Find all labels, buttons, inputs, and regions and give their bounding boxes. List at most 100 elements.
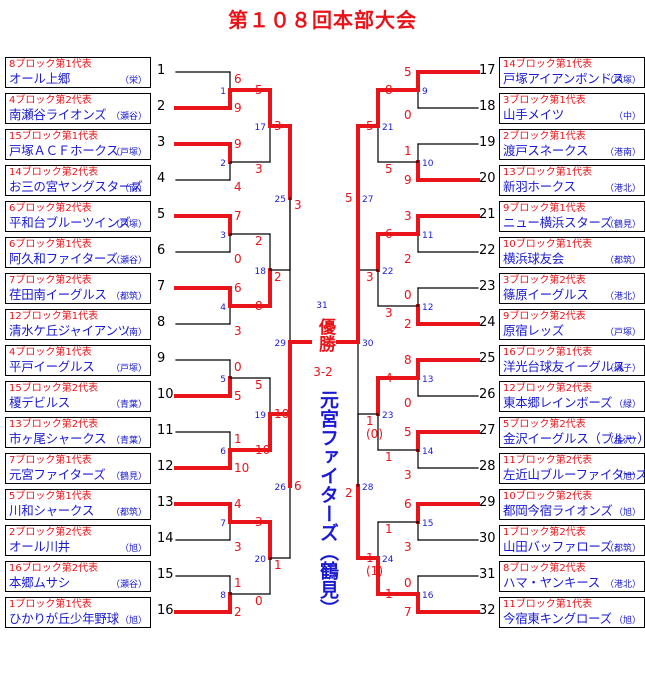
team-box: 11ブロック第2代表左近山ブルーファイターズ（旭） (499, 453, 645, 484)
match-score: 2 (274, 270, 282, 284)
team-box: 6ブロック第1代表阿久和ファイターズ（瀬谷） (5, 237, 151, 268)
match-number: 15 (422, 519, 433, 529)
match-score: 10 (274, 407, 289, 421)
team-box: 10ブロック第1代表横浜球友会（都筑） (499, 237, 645, 268)
team-name: ひかりが丘少年野球 (9, 611, 119, 626)
match-score: 1 (274, 558, 282, 572)
team-region: （旭） (119, 544, 147, 554)
match-score: 1 (385, 587, 393, 601)
match-score: 0 (404, 576, 412, 590)
team-seed: 16 (157, 603, 174, 618)
team-name: 市ヶ尾シャークス (9, 431, 107, 446)
team-box: 6ブロック第2代表平和台ブルーツインズ（戸塚） (5, 201, 151, 232)
team-block: 1ブロック第2代表 (503, 527, 586, 538)
team-block: 6ブロック第1代表 (9, 239, 92, 250)
match-number: 2 (220, 159, 226, 169)
match-number: 18 (255, 267, 267, 277)
page-title: 第１０８回本部大会 (228, 8, 417, 32)
match-number: 26 (275, 483, 287, 493)
team-seed: 18 (479, 99, 496, 114)
team-box: 9ブロック第2代表原宿レッズ（戸塚） (499, 309, 645, 340)
team-block: 11ブロック第1代表 (503, 599, 593, 610)
team-box: 7ブロック第2代表荏田南イーグルス（都筑） (5, 273, 151, 304)
match-number: 8 (220, 591, 226, 601)
team-block: 3ブロック第2代表 (503, 275, 586, 286)
team-seed: 9 (157, 351, 166, 366)
team-region: （青葉） (110, 400, 147, 410)
team-region: （戸塚） (110, 220, 147, 230)
match-score: 5 (255, 83, 263, 97)
team-box: 5ブロック第2代表金沢イーグルス（ブルー）（金沢） (499, 417, 645, 448)
team-box: 8ブロック第2代表ハマ・ヤンキース（港北） (499, 561, 645, 592)
match-score: 6 (404, 497, 412, 511)
match-score: 0 (404, 396, 412, 410)
match-score: 0 (234, 360, 242, 374)
match-score: 1 (404, 144, 412, 158)
team-name: オール川井 (9, 539, 71, 554)
match-score: 3 (404, 540, 412, 554)
match-score: 5 (385, 162, 393, 176)
team-block: 14ブロック第2代表 (9, 167, 99, 178)
team-name: 山手メイツ (503, 107, 565, 122)
team-seed: 28 (479, 459, 496, 474)
team-block: 2ブロック第2代表 (9, 527, 92, 538)
team-block: 11ブロック第2代表 (503, 455, 593, 466)
team-block: 8ブロック第2代表 (503, 563, 586, 574)
team-box: 16ブロック第2代表本郷ムサシ（瀬谷） (5, 561, 151, 592)
match-number: 16 (422, 591, 434, 601)
team-seed: 21 (479, 207, 496, 222)
match-score: 9 (234, 137, 242, 151)
team-box: 12ブロック第2代表東本郷レインボーズ（緑） (499, 381, 645, 412)
final-match-number: 31 (316, 301, 327, 311)
team-box: 13ブロック第2代表市ヶ尾シャークス（青葉） (5, 417, 151, 448)
team-block: 10ブロック第1代表 (503, 239, 593, 250)
match-score: 2 (255, 234, 263, 248)
team-box: 3ブロック第1代表山手メイツ（中） (499, 93, 645, 124)
match-number: 5 (220, 375, 226, 385)
team-region: （瀬谷） (110, 112, 147, 122)
team-seed: 30 (479, 531, 496, 546)
team-region: （旭） (613, 508, 641, 518)
team-name: 榎デビルス (9, 395, 71, 410)
match-number: 25 (275, 195, 286, 205)
match-number: 12 (422, 303, 433, 313)
team-seed: 1 (157, 63, 166, 78)
match-score: 8 (404, 353, 412, 367)
team-name: 金沢イーグルス（ブルー） (503, 431, 645, 446)
team-name: 元宮ファイターズ (9, 467, 106, 482)
match-number: 13 (422, 375, 433, 385)
team-name: 川和シャークス (9, 503, 95, 518)
team-name: 東本郷レインボーズ (503, 395, 613, 410)
team-seed: 15 (157, 567, 174, 582)
match-score: 3 (234, 324, 242, 338)
team-region: （中） (613, 112, 641, 122)
team-region: （都筑） (604, 256, 641, 266)
team-name: 本郷ムサシ (9, 575, 71, 590)
team-box: 1ブロック第1代表ひかりが丘少年野球（旭） (5, 597, 151, 628)
team-name: 清水ケ丘ジャイアンツ (9, 323, 130, 338)
match-score: 6 (234, 281, 242, 295)
team-region: （鶴見） (110, 472, 147, 482)
team-region: （都筑） (110, 508, 147, 518)
team-box: 8ブロック第1代表オール上郷（栄） (5, 57, 151, 88)
match-score: 2 (345, 486, 353, 500)
match-score: 0 (255, 594, 263, 608)
team-block: 15ブロック第2代表 (9, 383, 99, 394)
team-name: 洋光台球友イーグルス (503, 359, 626, 374)
match-score: 10 (234, 461, 249, 475)
team-name: 南瀬谷ライオンズ (9, 107, 107, 122)
team-region: （青葉） (110, 436, 147, 446)
match-score: 1 (234, 576, 242, 590)
match-number: 6 (220, 447, 226, 457)
team-block: 5ブロック第2代表 (503, 419, 586, 430)
team-name: 平戸イーグルス (9, 359, 95, 374)
match-number: 4 (220, 303, 226, 313)
team-block: 1ブロック第1代表 (9, 599, 92, 610)
team-box: 9ブロック第1代表ニュー横浜スターズ（鶴見） (499, 201, 645, 232)
team-seed: 10 (157, 387, 174, 402)
team-region: （港北） (604, 580, 641, 590)
team-block: 7ブロック第2代表 (9, 275, 92, 286)
match-score: 7 (404, 605, 412, 619)
team-region: （港南） (604, 148, 641, 158)
match-score: 0 (234, 252, 242, 266)
